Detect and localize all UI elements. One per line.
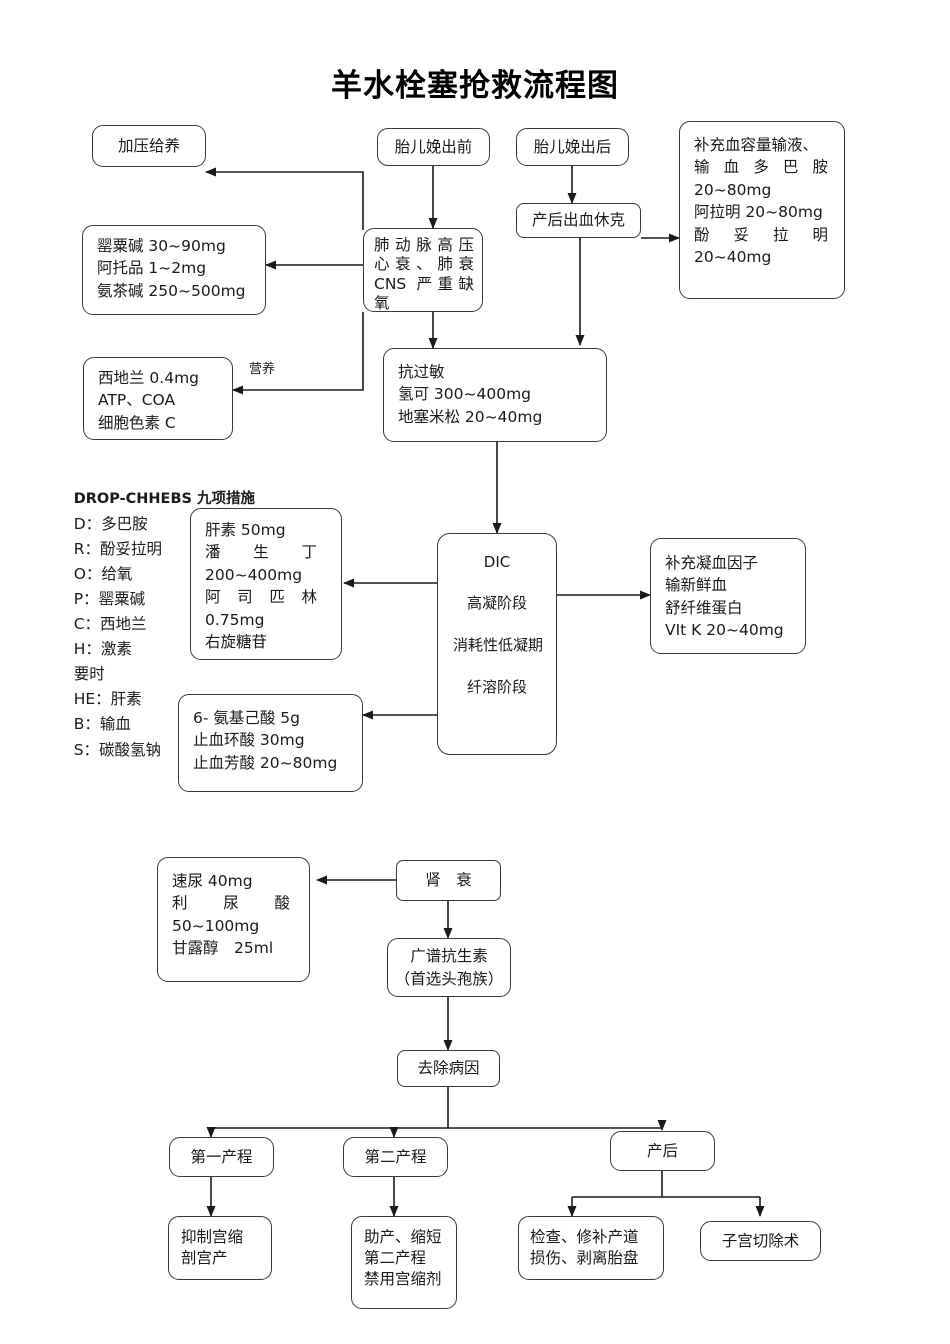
dic-title: DIC — [483, 553, 511, 571]
node-line: 利尿酸 — [172, 894, 290, 913]
node-line: 抗过敏 — [398, 363, 445, 381]
node-line: 6- 氨基己酸 5g — [193, 709, 301, 727]
edge-label-nutrition: 营养 — [248, 358, 277, 377]
edge-pulmonary-to-pressureoxygen — [205, 167, 364, 230]
dic-stage: 消耗性低凝期 — [452, 636, 543, 654]
node-line: 50~100mg — [172, 916, 260, 935]
node-line: 损伤、剥离胎盘 — [530, 1248, 639, 1267]
node-label: 第一产程 — [190, 1147, 253, 1166]
node-stage-one[interactable]: 第一产程 — [169, 1137, 274, 1177]
node-label: 去除病因 — [417, 1059, 480, 1078]
node-line: 舒纤维蛋白 — [665, 598, 743, 617]
node-suppress-contraction[interactable]: 抑制宫缩 剖宫产 — [168, 1216, 272, 1280]
node-line: CNS 严重缺 — [374, 274, 474, 293]
measures-item: C：西地兰 — [73, 615, 147, 634]
node-line: 20~40mg — [694, 248, 772, 267]
node-assist-delivery[interactable]: 助产、缩短 第二产程 禁用宫缩剂 — [351, 1216, 457, 1309]
node-label: 子宫切除术 — [721, 1231, 800, 1250]
node-pressure-oxygen[interactable]: 加压给养 — [92, 125, 206, 167]
measures-heading: DROP-CHHEBS 九项措施 — [73, 491, 255, 508]
node-line: （首选头孢族） — [394, 969, 504, 988]
node-postpartum[interactable]: 产后 — [610, 1131, 715, 1171]
node-line: 输血多巴胺 — [694, 158, 828, 177]
node-line: 肝素 50mg — [205, 521, 286, 539]
node-line: 肺动脉高压 — [374, 236, 474, 254]
node-line: 助产、缩短 — [364, 1228, 442, 1246]
measures-item: O：给氧 — [73, 564, 133, 583]
node-hysterectomy[interactable]: 子宫切除术 — [700, 1221, 821, 1261]
node-inspect-repair[interactable]: 检查、修补产道 损伤、剥离胎盘 — [518, 1216, 664, 1280]
node-line: 抑制宫缩 — [181, 1228, 244, 1246]
node-line: 补充血容量输液、 — [694, 136, 819, 154]
dic-stage: 高凝阶段 — [466, 594, 527, 612]
measures-list: DROP-CHHEBS 九项措施 D：多巴胺 R：酚妥拉明 O：给氧 P：罂粟碱… — [54, 461, 255, 788]
node-label: 产后 — [646, 1141, 678, 1160]
node-line: 氢可 300~400mg — [398, 385, 532, 404]
node-heparin[interactable]: 肝素 50mg 潘生丁 200~400mg 阿司匹林 0.75mg 右旋糖苷 — [190, 508, 342, 660]
measures-item: H：激素 — [73, 640, 132, 659]
node-stage-two[interactable]: 第二产程 — [343, 1137, 448, 1177]
node-pulmonary-hypertension[interactable]: 肺动脉高压 心衰、肺衰 CNS 严重缺 氧 — [363, 228, 483, 312]
node-dic[interactable]: DIC 高凝阶段 消耗性低凝期 纤溶阶段 — [437, 533, 557, 755]
node-label: 产后出血休克 — [531, 211, 625, 230]
node-line: 广谱抗生素 — [410, 947, 488, 966]
node-line: 潘生丁 — [205, 543, 317, 562]
node-line: 检查、修补产道 — [530, 1228, 639, 1246]
measures-item: D：多巴胺 — [73, 514, 148, 533]
measures-item: S：碳酸氢钠 — [73, 740, 162, 759]
measures-item: P：罂粟碱 — [73, 589, 146, 608]
edge-pulmonary-to-cedilanid — [232, 312, 364, 395]
node-papaverine[interactable]: 罂粟碱 30~90mg 阿托品 1~2mg 氨茶碱 250~500mg — [82, 225, 266, 315]
page-title: 羊水栓塞抢救流程图 — [331, 68, 619, 104]
node-label: 第二产程 — [364, 1147, 427, 1166]
node-line: 西地兰 0.4mg — [98, 369, 200, 387]
node-line: 止血环酸 30mg — [193, 731, 305, 750]
measures-item: HE：肝素 — [73, 690, 142, 709]
node-line: 罂粟碱 30~90mg — [97, 237, 226, 255]
measures-item: B：输血 — [73, 715, 131, 734]
node-line: 补充凝血因子 — [665, 554, 759, 572]
node-label: 肾 衰 — [425, 871, 472, 890]
node-postpartum-shock[interactable]: 产后出血休克 — [516, 203, 641, 238]
node-antiallergy[interactable]: 抗过敏 氢可 300~400mg 地塞米松 20~40mg — [383, 348, 607, 442]
node-line: 剖宫产 — [181, 1248, 228, 1267]
node-line: 止血芳酸 20~80mg — [193, 753, 338, 772]
node-line: 酚妥拉明 — [694, 225, 828, 244]
node-cedilanid[interactable]: 西地兰 0.4mg ATP、COA 细胞色素 C — [83, 357, 233, 440]
node-line: 右旋糖苷 — [205, 633, 268, 652]
dic-stage: 纤溶阶段 — [466, 678, 527, 696]
node-line: 甘露醇 25ml — [172, 939, 274, 958]
node-line: 阿拉明 20~80mg — [694, 203, 823, 222]
node-fetus-after[interactable]: 胎儿娩出后 — [516, 128, 629, 166]
node-label: 胎儿娩出前 — [394, 137, 473, 156]
node-antifibrinolytic[interactable]: 6- 氨基己酸 5g 止血环酸 30mg 止血芳酸 20~80mg — [178, 694, 363, 792]
node-line: 0.75mg — [205, 610, 265, 629]
node-line: 阿托品 1~2mg — [97, 259, 207, 278]
node-blood-volume[interactable]: 补充血容量输液、 输血多巴胺 20~80mg 阿拉明 20~80mg 酚妥拉明 … — [679, 121, 845, 299]
node-line: 地塞米松 20~40mg — [398, 407, 543, 426]
node-line: 禁用宫缩剂 — [364, 1269, 442, 1288]
node-antibiotics[interactable]: 广谱抗生素 （首选头孢族） — [387, 938, 511, 997]
node-line: ATP、COA — [98, 391, 176, 410]
node-line: 输新鲜血 — [665, 576, 728, 595]
node-line: 心衰、肺衰 — [374, 255, 474, 274]
node-remove-cause[interactable]: 去除病因 — [397, 1050, 500, 1087]
node-label: 加压给养 — [117, 136, 180, 155]
node-diuretics[interactable]: 速尿 40mg 利尿酸 50~100mg 甘露醇 25ml — [157, 857, 310, 982]
measures-item: R：酚妥拉明 — [73, 539, 162, 558]
node-line: VIt K 20~40mg — [665, 621, 784, 640]
measures-item: 要时 — [73, 665, 105, 684]
node-line: 氧 — [374, 294, 390, 313]
node-line: 氨茶碱 250~500mg — [97, 281, 246, 300]
node-fetus-before[interactable]: 胎儿娩出前 — [377, 128, 490, 166]
node-clotting-factors[interactable]: 补充凝血因子 输新鲜血 舒纤维蛋白 VIt K 20~40mg — [650, 538, 806, 654]
node-line: 细胞色素 C — [98, 413, 176, 432]
node-line: 阿司匹林 — [205, 588, 317, 607]
node-label: 胎儿娩出后 — [533, 137, 612, 156]
node-line: 200~400mg — [205, 565, 303, 584]
node-line: 第二产程 — [364, 1248, 427, 1267]
node-line: 20~80mg — [694, 180, 772, 199]
node-line: 速尿 40mg — [172, 872, 253, 890]
node-renal-failure[interactable]: 肾 衰 — [396, 860, 501, 901]
